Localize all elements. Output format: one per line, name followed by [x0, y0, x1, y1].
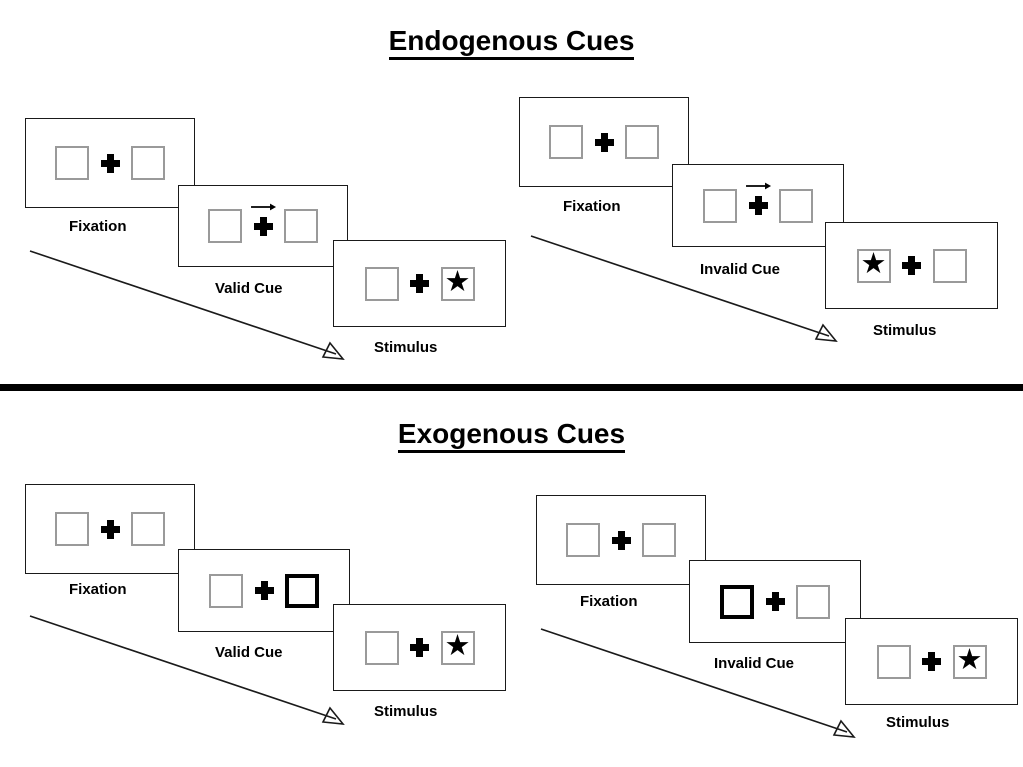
left-box	[55, 512, 89, 546]
star-icon: ★	[860, 248, 887, 280]
plus-icon	[254, 581, 274, 600]
section-divider	[0, 384, 1023, 391]
left-box	[208, 209, 242, 243]
plus-icon	[100, 153, 120, 173]
left-box	[364, 266, 399, 301]
panel-content	[55, 146, 165, 180]
fixation-area	[583, 132, 625, 152]
plus-icon	[765, 592, 785, 611]
panel-content	[566, 523, 676, 557]
panel-endogenous-invalid-fixation[interactable]	[519, 97, 689, 187]
fixation-area	[737, 182, 779, 215]
panel-endogenous-valid-cue[interactable]	[178, 185, 348, 267]
caption-exogenous-valid-stimulus: Stimulus	[374, 703, 438, 720]
plus-icon	[748, 196, 768, 215]
plus-icon	[410, 638, 429, 657]
fixation-area	[600, 530, 642, 550]
star-icon: ★	[444, 266, 471, 298]
right-box: ★	[440, 266, 475, 301]
panel-exogenous-valid-cue[interactable]	[178, 549, 350, 632]
panel-exogenous-valid-fixation[interactable]	[25, 484, 195, 574]
panel-content	[208, 203, 318, 243]
plus-icon	[253, 216, 273, 236]
arrow-right-icon	[746, 182, 772, 190]
panel-endogenous-valid-fixation[interactable]	[25, 118, 195, 208]
right-box	[779, 188, 813, 223]
caption-exogenous-valid-cue: Valid Cue	[215, 644, 283, 661]
panel-exogenous-invalid-cue[interactable]	[689, 560, 861, 643]
right-box: ★	[952, 644, 987, 679]
left-box	[703, 188, 737, 223]
right-box	[625, 125, 659, 159]
plus-icon	[611, 530, 631, 550]
caption-endogenous-valid-stimulus: Stimulus	[374, 339, 438, 356]
section-title-endogenous-text: Endogenous Cues	[388, 25, 635, 60]
left-box	[364, 630, 399, 665]
panel-endogenous-invalid-cue[interactable]	[672, 164, 844, 247]
left-box	[55, 146, 89, 180]
panel-content	[703, 182, 813, 223]
panel-exogenous-invalid-stimulus[interactable]: ★	[845, 618, 1018, 705]
caption-exogenous-invalid-cue: Invalid Cue	[714, 655, 795, 672]
panel-content	[209, 573, 319, 608]
right-box	[642, 523, 676, 557]
section-title-exogenous: Exogenous Cues	[0, 418, 1023, 453]
panel-content: ★	[856, 248, 967, 283]
fixation-area	[89, 519, 131, 539]
right-box	[932, 248, 967, 283]
left-box-cued	[720, 584, 754, 619]
panel-endogenous-invalid-stimulus[interactable]: ★	[825, 222, 998, 309]
section-title-endogenous: Endogenous Cues	[0, 25, 1023, 60]
panel-exogenous-valid-stimulus[interactable]: ★	[333, 604, 506, 691]
fixation-area	[891, 256, 933, 275]
caption-endogenous-invalid-cue: Invalid Cue	[700, 261, 781, 278]
fixation-area	[911, 652, 953, 671]
left-box	[876, 644, 911, 679]
panel-content: ★	[364, 266, 475, 301]
right-box	[131, 146, 165, 180]
time-flow-arrow-exogenous-invalid	[540, 628, 856, 738]
section-title-exogenous-text: Exogenous Cues	[397, 418, 626, 453]
fixation-area	[89, 153, 131, 173]
right-box	[284, 209, 318, 243]
right-box: ★	[440, 630, 475, 665]
panel-content	[549, 125, 659, 159]
panel-content	[55, 512, 165, 546]
plus-icon	[594, 132, 614, 152]
caption-endogenous-valid-fixation: Fixation	[69, 218, 127, 235]
fixation-area	[243, 581, 285, 600]
panel-content	[720, 584, 830, 619]
panel-exogenous-invalid-fixation[interactable]	[536, 495, 706, 585]
caption-exogenous-invalid-stimulus: Stimulus	[886, 714, 950, 731]
panel-content: ★	[876, 644, 987, 679]
right-box	[131, 512, 165, 546]
time-flow-arrow-endogenous-invalid	[530, 235, 838, 342]
caption-exogenous-invalid-fixation: Fixation	[580, 593, 638, 610]
caption-endogenous-invalid-fixation: Fixation	[563, 198, 621, 215]
left-box: ★	[856, 248, 891, 283]
arrow-right-icon	[251, 203, 277, 210]
caption-exogenous-valid-fixation: Fixation	[69, 581, 127, 598]
star-icon: ★	[444, 630, 471, 662]
left-box	[209, 573, 243, 608]
fixation-area	[399, 638, 441, 657]
panel-endogenous-valid-stimulus[interactable]: ★	[333, 240, 506, 327]
plus-icon	[902, 256, 921, 275]
plus-icon	[922, 652, 941, 671]
caption-endogenous-invalid-stimulus: Stimulus	[873, 322, 937, 339]
caption-endogenous-valid-cue: Valid Cue	[215, 280, 283, 297]
fixation-area	[242, 203, 284, 236]
plus-icon	[410, 274, 429, 293]
left-box	[566, 523, 600, 557]
right-box-cued	[285, 573, 319, 608]
right-box	[796, 584, 830, 619]
fixation-area	[754, 592, 796, 611]
left-box	[549, 125, 583, 159]
plus-icon	[100, 519, 120, 539]
panel-content: ★	[364, 630, 475, 665]
star-icon: ★	[956, 644, 983, 676]
fixation-area	[399, 274, 441, 293]
